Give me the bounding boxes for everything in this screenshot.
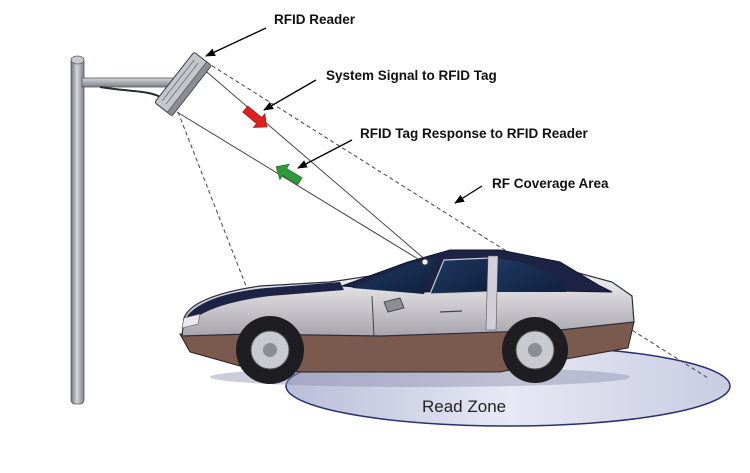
reader-label: RFID Reader: [274, 12, 356, 27]
car-rear-window: [494, 258, 566, 292]
front-wheel: [236, 316, 304, 384]
reader-pointer: [205, 27, 267, 57]
signal-label: System Signal to RFID Tag: [326, 68, 497, 83]
response-arrow: [275, 163, 303, 186]
reader-cable: [99, 86, 163, 99]
rear-wheel: [502, 317, 568, 383]
signal-arrow: [242, 105, 268, 128]
read-zone-label: Read Zone: [422, 397, 506, 416]
pole: [70, 57, 85, 405]
signal-pointer: [263, 79, 317, 111]
coverage-edge-right: [205, 61, 709, 379]
response-pointer: [297, 139, 353, 169]
car-mirror: [383, 297, 405, 313]
car: [179, 249, 635, 387]
car-hood-dark: [186, 282, 344, 322]
response-label: RFID Tag Response to RFID Reader: [360, 126, 589, 141]
car-windshield: [352, 258, 436, 294]
rfid-tag: [421, 258, 429, 266]
coverage-pointer: [454, 185, 483, 204]
coverage-edge-left: [177, 111, 247, 287]
pole-cap: [70, 55, 85, 65]
response-line: [176, 111, 424, 263]
signal-line: [200, 66, 429, 263]
rfid-reader-device: [154, 52, 212, 117]
coverage-label: RF Coverage Area: [492, 176, 609, 191]
